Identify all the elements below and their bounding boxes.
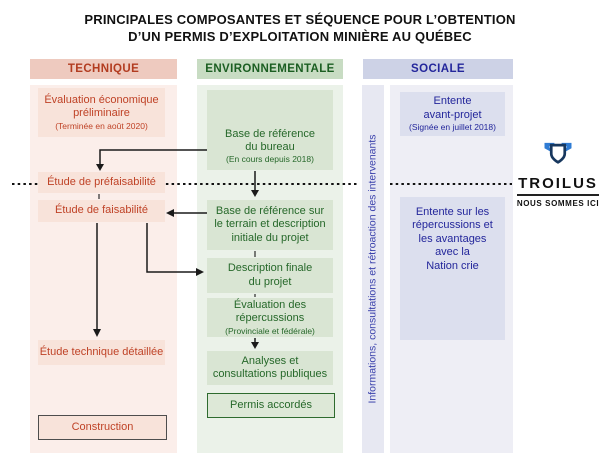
troilus-logo: TROILUS NOUS SOMMES ICI <box>514 142 600 208</box>
entente-repercussions-box: Entente sur les répercussions et les ava… <box>400 197 505 340</box>
analyses-label: Analyses et consultations publiques <box>212 354 328 380</box>
arrowhead-right-description-finale <box>196 268 204 276</box>
construction-label: Construction <box>71 420 134 433</box>
technique-column <box>30 85 177 453</box>
description-finale-box: Description finale du projet <box>207 258 333 293</box>
permis-box: Permis accordés <box>207 393 335 418</box>
arrowhead-down-terrain <box>251 190 259 197</box>
eval-economique-box: Évaluation économique préliminaire (Term… <box>38 88 165 137</box>
base-bureau-box: Base de référence du bureau (En cours de… <box>207 90 333 170</box>
etude-technique-label: Étude technique détaillée <box>39 345 164 358</box>
analyses-box: Analyses et consultations publiques <box>207 351 333 385</box>
prefaisabilite-box: Étude de préfaisabilité <box>38 172 165 193</box>
construction-box: Construction <box>38 415 167 440</box>
evaluation-repercussions-title: Évaluation des répercussions <box>233 298 307 325</box>
entente-repercussions-label: Entente sur les répercussions et les ava… <box>412 206 493 272</box>
troilus-shield-icon <box>544 142 572 164</box>
entente-avant-projet-note: (Signée en juillet 2018) <box>409 122 496 133</box>
arrow-bureau-to-prefaisabilite <box>99 149 207 164</box>
entente-avant-projet-box: Entente avant-projet (Signée en juillet … <box>400 92 505 136</box>
faisabilite-box: Étude de faisabilité <box>38 200 165 222</box>
arrowhead-down-etude-technique <box>93 329 101 337</box>
eval-economique-note: (Terminée en août 2020) <box>55 120 148 131</box>
environnementale-header: ENVIRONNEMENTALE <box>197 59 343 79</box>
permis-label: Permis accordés <box>230 398 312 411</box>
faisabilite-label: Étude de faisabilité <box>55 204 148 217</box>
base-terrain-box: Base de référence sur le terrain et desc… <box>207 200 333 250</box>
base-bureau-note: (En cours depuis 2018) <box>226 154 314 165</box>
evaluation-repercussions-box: Évaluation des répercussions (Provincial… <box>207 298 333 337</box>
etude-technique-box: Étude technique détaillée <box>38 340 165 365</box>
troilus-name: TROILUS <box>518 175 598 192</box>
troilus-tagline: NOUS SOMMES ICI <box>516 199 600 208</box>
arrowhead-down-analyses <box>251 342 259 349</box>
eval-economique-title: Évaluation économique préliminaire <box>44 93 159 120</box>
arrowhead-down-prefaisabilite <box>96 164 104 171</box>
technique-header: TECHNIQUE <box>30 59 177 79</box>
description-finale-label: Description finale du projet <box>227 262 313 288</box>
arrowhead-left-faisabilite <box>166 209 174 217</box>
sociale-header: SOCIALE <box>363 59 513 79</box>
intervenants-bar: Informations, consultations et rétroacti… <box>362 85 384 453</box>
base-bureau-title: Base de référence du bureau <box>225 127 315 153</box>
troilus-rule <box>517 194 599 196</box>
prefaisabilite-label: Étude de préfaisabilité <box>47 175 156 188</box>
arrow-faisabilite-to-description-finale <box>146 223 196 273</box>
page-title: PRINCIPALES COMPOSANTES ET SÉQUENCE POUR… <box>84 12 516 44</box>
evaluation-repercussions-note: (Provinciale et fédérale) <box>225 325 315 336</box>
base-terrain-label: Base de référence sur le terrain et desc… <box>214 204 326 244</box>
entente-avant-projet-title: Entente avant-projet <box>423 95 482 121</box>
